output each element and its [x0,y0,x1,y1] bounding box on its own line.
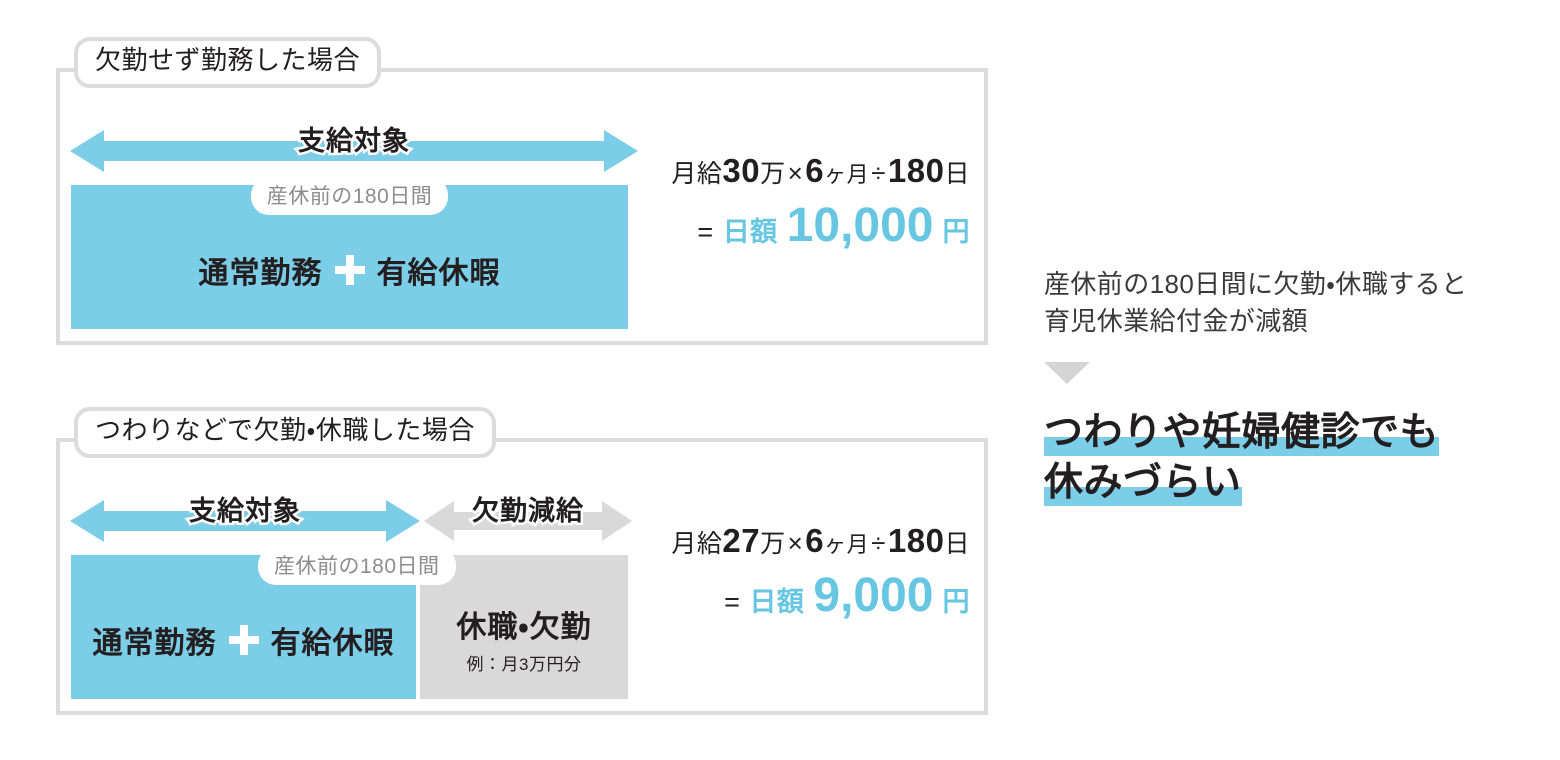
formula-daily-label: 日額 [749,587,805,617]
bar-label-paid-leave: 有給休暇 [270,627,395,660]
formula-days: 180 [887,522,945,559]
triangle-down-icon [1044,361,1090,384]
formula-months: 6 [805,152,825,189]
formula-prefix: 月給 [671,160,723,188]
formula-days: 180 [887,152,945,189]
lead-text: 産休前の180日間に欠勤・休職すると 育児休業給付金が減額 [1044,269,1468,336]
period-pill-panel-1: 産休前の180日間 [250,177,449,215]
bar-normal-work-paid-leave-panel-1: 産休前の180日間 通常勤務 有給休暇 [71,177,628,329]
panel-2-caption: つわりなどで欠勤・休職した場合 [74,407,496,458]
formula-months-unit: ヶ月 [824,532,870,557]
conclusion-line-1: つわりや妊婦健診でも [1044,410,1440,456]
bar-label-paid-leave: 有給休暇 [376,257,501,290]
panel-1-caption: 欠勤せず勤務した場合 [74,37,382,88]
formula-days-unit: 日 [944,160,970,188]
plus-icon [334,255,365,285]
double-arrow-icon [424,501,632,541]
formula-operator-multiply: × [787,528,804,558]
double-arrow-icon [70,500,420,542]
formula-yen-unit: 円 [942,587,970,617]
formula-line-2-panel-1: = 日額 10,000 円 [640,198,970,253]
formula-daily-value: 9,000 [813,569,934,622]
panel-worked-without-absence: 欠勤せず勤務した場合 支給対象 産休前の180日間 通常勤務 有給休暇 月給30… [56,37,988,345]
formula-daily-label: 日額 [722,217,778,247]
formula-prefix: 月給 [671,530,723,558]
conclusion-text: つわりや妊婦健診でも 休みづらい [1044,408,1514,508]
formula-operator-divide: ÷ [871,158,886,188]
panel-absence-or-leave: つわりなどで欠勤・休職した場合 支給対象 欠勤減給 通常勤務 有給休暇 休職・欠… [56,407,988,715]
bar-label-panel-2: 通常勤務 有給休暇 [93,618,395,662]
formula-line-1-panel-1: 月給30万×6ヶ月÷180日 [640,152,970,190]
formula-operator-divide: ÷ [871,528,886,558]
arrow-payment-target-panel-1: 支給対象 [70,124,638,174]
formula-daily-value: 10,000 [786,199,934,252]
period-pill-panel-2: 産休前の180日間 [258,547,456,585]
arrow-absence-deduction: 欠勤減給 [424,494,632,544]
bar-label-leave-absence: 休職・欠勤 [456,610,592,644]
bar-label-normal-work: 通常勤務 [92,627,217,660]
bar-sublabel-example-amount: 例：月3万円分 [466,654,582,674]
arrow-label-payment-target: 支給対象 [187,494,303,529]
bar-label-normal-work: 通常勤務 [198,257,323,290]
summary-column: 産休前の180日間に欠勤・休職すると 育児休業給付金が減額 つわりや妊婦健診でも… [1044,266,1514,508]
arrow-label-payment-target: 支給対象 [296,124,412,159]
formula-operator-multiply: × [787,158,804,188]
formula-line-1-panel-2: 月給27万×6ヶ月÷180日 [640,522,970,560]
double-arrow-icon [70,130,638,172]
formula-panel-1: 月給30万×6ヶ月÷180日 = 日額 10,000 円 [640,152,970,253]
arrow-payment-target-panel-2: 支給対象 [70,494,420,544]
formula-line-2-panel-2: = 日額 9,000 円 [640,568,970,623]
arrow-label-absence-deduction: 欠勤減給 [470,494,586,529]
formula-monthly-amount: 30 [722,152,761,189]
formula-months: 6 [805,522,825,559]
formula-months-unit: ヶ月 [824,162,870,187]
formula-amount-unit: 万 [760,530,786,558]
plus-icon [228,625,259,655]
formula-yen-unit: 円 [942,217,970,247]
formula-amount-unit: 万 [760,160,786,188]
formula-equals-sign: = [697,217,714,247]
formula-equals-sign: = [724,587,741,617]
bar-label-panel-1: 通常勤務 有給休暇 [199,248,501,292]
conclusion-line-2: 休みづらい [1044,460,1242,506]
formula-panel-2: 月給27万×6ヶ月÷180日 = 日額 9,000 円 [640,522,970,623]
bar-leave-absence: 休職・欠勤 例：月3万円分 [420,555,628,699]
formula-days-unit: 日 [944,530,970,558]
formula-monthly-amount: 27 [722,522,761,559]
